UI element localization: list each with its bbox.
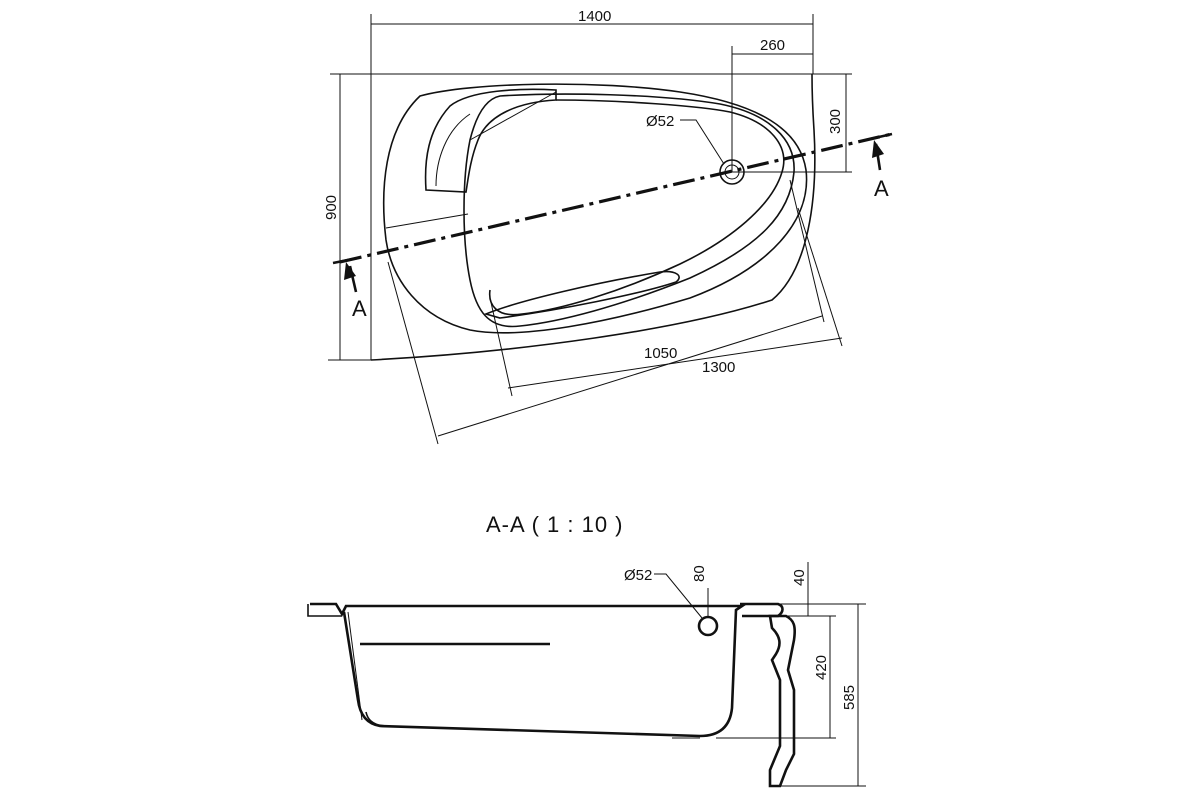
tub-outer-outline	[370, 73, 816, 361]
dim-drain-offset-x	[731, 46, 813, 172]
dim-total-height	[780, 604, 866, 787]
dim-rim-height	[780, 562, 866, 617]
basin-inner-contour	[488, 99, 785, 316]
armrest-outline	[483, 270, 680, 319]
section-title: A-A ( 1 : 10 )	[486, 512, 624, 537]
section-marker-left: A	[352, 296, 367, 321]
plan-frame	[328, 14, 852, 361]
section-marker-right: A	[874, 176, 889, 201]
basin-outline	[463, 93, 795, 328]
dim-outer-length-label: 1300	[702, 359, 735, 376]
dim-drain-offset-y-label: 300	[827, 109, 844, 134]
plan-view: Ø52 A A 1400 260 300	[323, 8, 893, 445]
section-rim-right	[740, 602, 784, 618]
section-view: A-A ( 1 : 10 ) Ø52 80 40	[307, 512, 866, 788]
backrest-inner	[435, 113, 471, 187]
dim-overall-width-label: 900	[323, 195, 340, 220]
section-cut-line	[339, 132, 893, 264]
section-arrow-left	[344, 262, 358, 293]
section-arrow-right	[872, 140, 884, 171]
drain-label-plan: Ø52	[646, 113, 674, 130]
section-support-leg	[768, 614, 797, 788]
dim-total-height-label: 585	[841, 685, 858, 710]
dim-inner-length-label: 1050	[644, 345, 677, 362]
section-tub-body	[310, 602, 747, 738]
dim-overall-length-label: 1400	[578, 8, 611, 25]
section-rim-left	[307, 604, 342, 617]
dim-inner-length	[489, 207, 843, 397]
dim-drain-offset-x-label: 260	[760, 37, 785, 54]
dim-inner-depth	[716, 616, 836, 739]
dim-outer-length	[387, 179, 825, 445]
dim-overall-length	[371, 14, 814, 74]
dim-rim-height-label: 40	[791, 569, 808, 586]
dim-inner-depth-label: 420	[813, 655, 830, 680]
drain-plan	[680, 119, 852, 185]
tub-rim-outline	[382, 83, 808, 334]
dim-drain-height-label: 80	[691, 565, 708, 582]
section-floor-line	[365, 711, 389, 727]
section-inner-wall	[347, 611, 363, 721]
drain-label-section: Ø52	[624, 567, 652, 584]
drain-section	[697, 615, 719, 637]
backrest-outline	[424, 88, 557, 193]
